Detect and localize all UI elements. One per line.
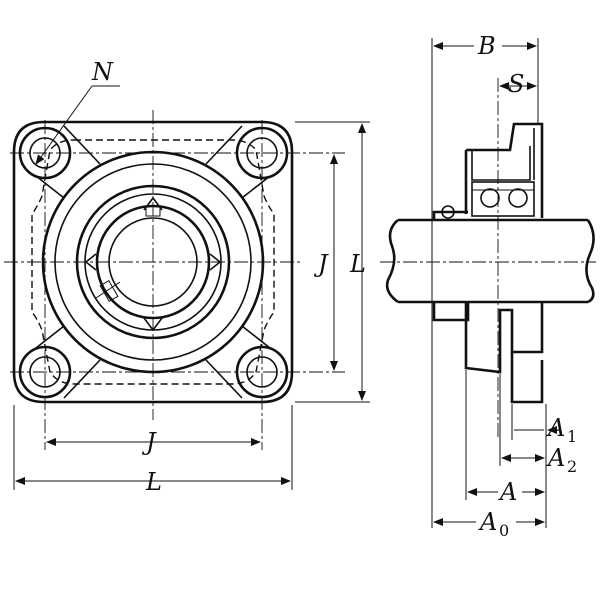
s-dimension: S [499,70,537,98]
l-vertical-dimension: L [295,121,370,403]
shaft [385,218,595,304]
side-centerlines [380,78,596,440]
front-centerlines [4,110,345,450]
a-label: A [498,478,517,506]
j-vertical-label: J [313,250,329,278]
a2-subscript: 2 [567,457,577,476]
a1-subscript: 1 [567,427,577,446]
j-horizontal-dimension: J [46,428,261,456]
a-dimension: A [467,478,545,506]
a1-label: A [546,414,565,442]
a1-dimension: A 1 [514,414,577,446]
a0-label: A [478,508,497,536]
b-dimension: B [433,32,537,60]
bearing-balls [471,181,535,217]
n-label: N [91,58,114,86]
extension-lines [431,38,547,528]
housing-profile [464,122,544,374]
front-view: N J L J L [4,58,370,496]
s-label: S [508,70,524,98]
flange-profile [510,352,544,404]
housing-inner [471,128,535,181]
a2-dimension: A 2 [501,444,577,476]
hidden-outline [31,139,275,385]
l-horizontal-dimension: L [13,405,293,496]
a2-label: A [546,444,565,472]
locking-collar [432,210,470,322]
side-view: B S A 1 A 2 A A 0 [380,32,596,540]
corner-ribs [35,125,271,399]
a0-dimension: A 0 [433,508,545,540]
b-label: B [477,32,496,60]
l-horizontal-label: L [145,468,162,496]
collar-screw [441,205,455,219]
n-callout: N [35,58,120,165]
a0-subscript: 0 [499,521,509,540]
l-vertical-label: L [349,250,366,278]
j-vertical-dimension: J [313,154,338,371]
